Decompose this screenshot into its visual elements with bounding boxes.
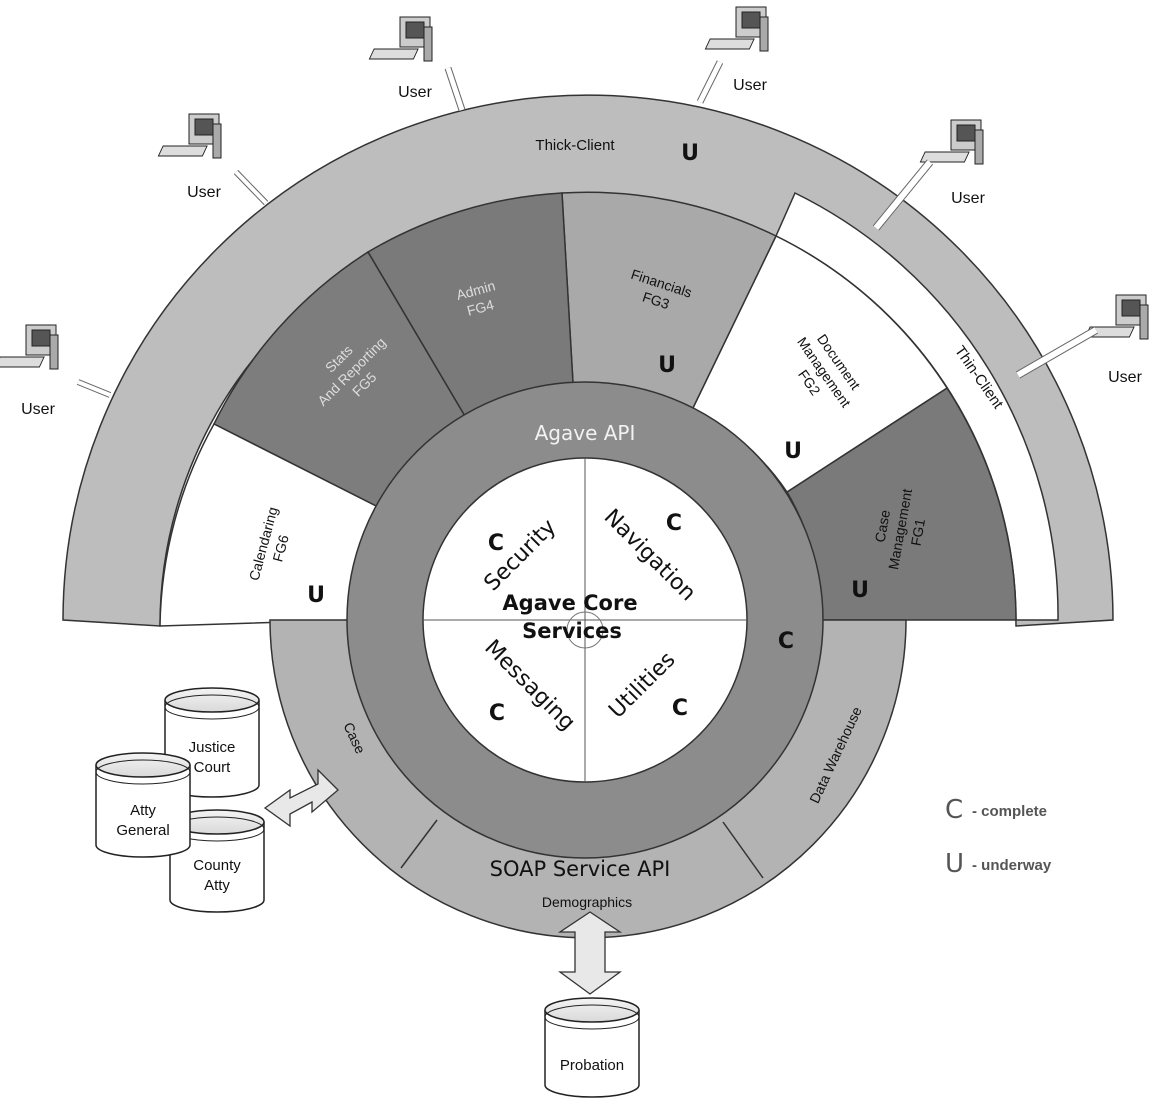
thick-client-label: Thick-Client bbox=[535, 137, 615, 154]
computer-icon bbox=[157, 113, 222, 159]
agave-api-status: C bbox=[778, 629, 794, 654]
db-justice-court-line1: Justice bbox=[189, 739, 236, 756]
svg-text:FG6: FG6 bbox=[269, 533, 292, 564]
legend-underway-text: - underway bbox=[972, 857, 1052, 874]
user-1[interactable]: User bbox=[0, 324, 59, 418]
user-4[interactable]: User bbox=[704, 6, 769, 94]
user-1-label: User bbox=[21, 401, 55, 418]
user-5-label: User bbox=[951, 190, 985, 207]
user-arrows bbox=[76, 60, 1098, 398]
user-6[interactable]: User bbox=[1084, 294, 1149, 386]
core-title-line2: Services bbox=[522, 619, 622, 643]
core-security-status: C bbox=[488, 531, 504, 556]
fg1-status: U bbox=[851, 578, 869, 603]
core-title-line1: Agave Core bbox=[502, 591, 637, 615]
legend: C - complete U - underway bbox=[945, 795, 1052, 879]
computer-icon bbox=[704, 6, 769, 52]
legend-underway-key: U bbox=[945, 849, 964, 879]
thick-client-status: U bbox=[681, 141, 699, 166]
core-navigation-status: C bbox=[666, 511, 682, 536]
user-2-label: User bbox=[187, 184, 221, 201]
svg-text:Case: Case bbox=[872, 508, 893, 543]
user-6-label: User bbox=[1108, 369, 1142, 386]
computer-icon bbox=[368, 16, 433, 62]
legend-complete-key: C bbox=[945, 795, 963, 825]
computer-icon bbox=[919, 119, 984, 165]
svg-text:FG1: FG1 bbox=[908, 517, 929, 547]
db-atty-general-line2: General bbox=[116, 822, 169, 839]
computer-icon bbox=[0, 324, 59, 370]
svg-text:FG4: FG4 bbox=[465, 296, 496, 319]
user-4-label: User bbox=[733, 77, 767, 94]
db-probation[interactable]: Probation bbox=[544, 997, 640, 1098]
user-2[interactable]: User bbox=[157, 113, 222, 201]
user-3[interactable]: User bbox=[368, 16, 433, 101]
db-county-atty-line1: County bbox=[193, 857, 241, 874]
fg2-status: U bbox=[784, 439, 802, 464]
core-utilities-status: C bbox=[672, 696, 688, 721]
probation-db-arrow bbox=[557, 911, 623, 995]
agave-api-label: Agave API bbox=[535, 421, 636, 445]
db-county-atty[interactable]: County Atty bbox=[169, 809, 265, 913]
case-db-arrow bbox=[263, 768, 339, 828]
user-3-label: User bbox=[398, 84, 432, 101]
db-atty-general[interactable]: Atty General bbox=[95, 752, 191, 858]
db-county-atty-line2: Atty bbox=[204, 877, 230, 894]
core-messaging-status: C bbox=[489, 701, 505, 726]
user-5[interactable]: User bbox=[919, 119, 986, 207]
soap-api-label: SOAP Service API bbox=[490, 857, 671, 881]
soap-demographics-label: Demographics bbox=[542, 894, 632, 910]
legend-complete-text: - complete bbox=[972, 803, 1047, 820]
db-probation-label: Probation bbox=[560, 1057, 624, 1074]
db-atty-general-line1: Atty bbox=[130, 802, 156, 819]
db-justice-court-line2: Court bbox=[194, 759, 232, 776]
computer-icon bbox=[1084, 294, 1149, 340]
fg3-status: U bbox=[658, 353, 676, 378]
fg6-status: U bbox=[307, 583, 325, 608]
